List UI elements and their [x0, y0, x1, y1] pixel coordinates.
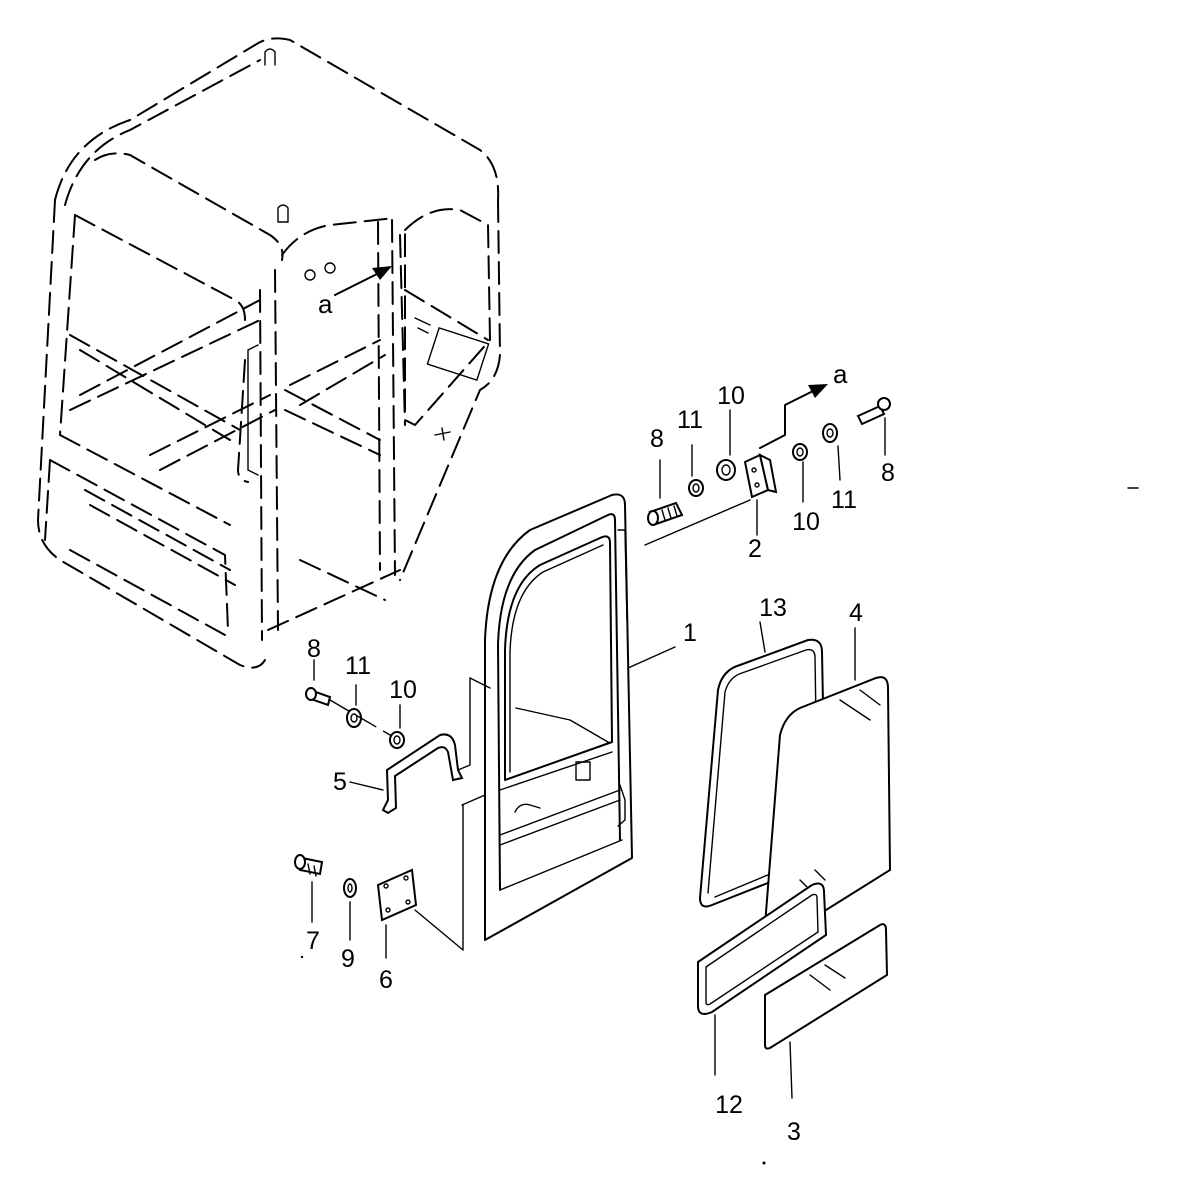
washer-10-lower — [329, 699, 405, 749]
callout-8-hinge-right: 8 — [881, 459, 895, 487]
callout-2: 2 — [748, 535, 762, 563]
callout-12: 12 — [715, 1091, 743, 1119]
callout-6: 6 — [379, 966, 393, 994]
hinge-reference-a-label: a — [833, 359, 848, 389]
leader-1 — [627, 646, 676, 669]
washer-10-hinge-right — [792, 443, 808, 503]
glass-3 — [764, 923, 889, 1099]
callout-4: 4 — [849, 599, 863, 627]
callout-9: 9 — [341, 945, 355, 973]
bolt-8-lower — [305, 659, 332, 707]
bracket-5 — [349, 733, 464, 815]
cab-reference-a: a — [318, 266, 392, 319]
cab-phantom-outline — [37, 37, 501, 669]
callout-10-hinge-right: 10 — [792, 508, 820, 536]
callout-11-hinge-right: 11 — [831, 486, 857, 514]
scan-specks — [300, 487, 1139, 1165]
callout-7: 7 — [306, 927, 320, 955]
callout-8-lower: 8 — [307, 635, 321, 663]
washer-10-hinge-left — [716, 409, 736, 481]
callout-11-hinge-left: 11 — [677, 406, 703, 434]
bolt-8-hinge-right — [856, 397, 891, 456]
callout-5: 5 — [333, 768, 347, 796]
callout-8-hinge-left: 8 — [650, 425, 664, 453]
hinge-2 — [743, 384, 828, 536]
bolt-8-hinge-left — [647, 459, 684, 526]
plate-6 — [376, 868, 418, 959]
callout-10-hinge-left: 10 — [717, 382, 745, 410]
door-panel — [484, 493, 633, 941]
washer-11-hinge-right — [822, 423, 841, 481]
washer-11-hinge-left — [688, 444, 704, 497]
callout-10-lower: 10 — [389, 676, 417, 704]
alignment-lines — [414, 499, 751, 951]
callout-1: 1 — [683, 619, 697, 647]
washer-9 — [343, 878, 357, 941]
callout-11-lower: 11 — [345, 652, 371, 680]
callout-3: 3 — [787, 1118, 801, 1146]
bolt-7 — [294, 854, 324, 923]
cab-reference-a-label: a — [318, 289, 333, 319]
callout-13: 13 — [759, 594, 787, 622]
washer-11-lower — [346, 684, 362, 728]
seal-12 — [697, 882, 828, 1076]
cab-details — [247, 48, 490, 476]
